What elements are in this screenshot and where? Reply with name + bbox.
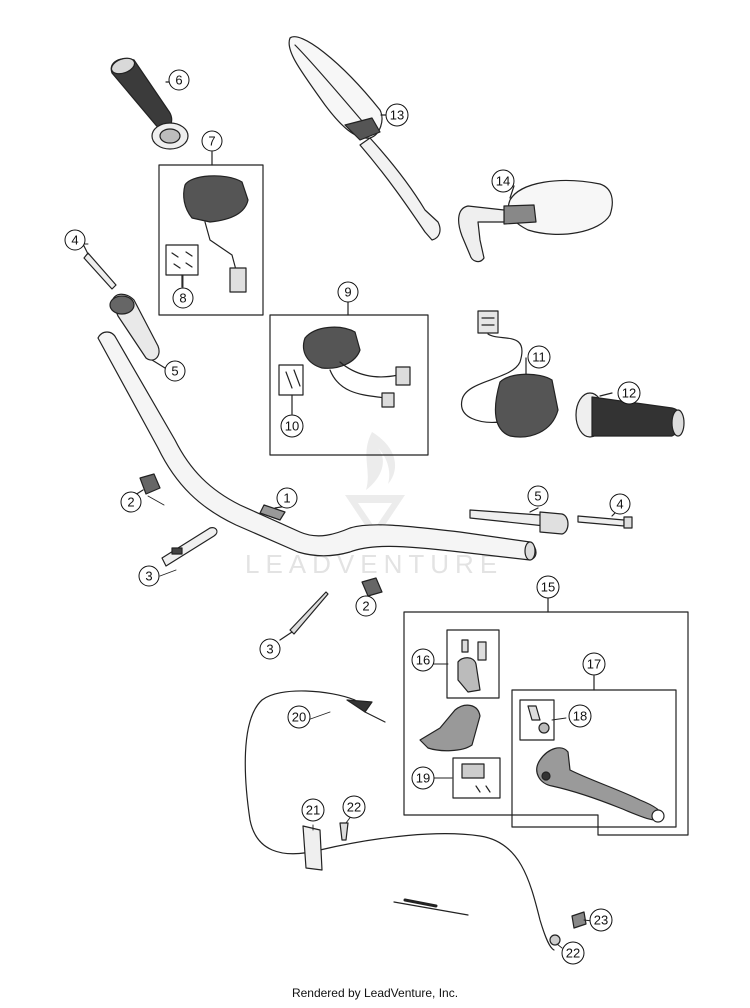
watermark: LEADVENTURE <box>245 432 503 579</box>
callout-2: 2 <box>120 491 142 513</box>
watermark-text: LEADVENTURE <box>245 549 503 579</box>
watermark-flame-icon <box>366 432 396 490</box>
clutch-lever-box <box>511 675 677 828</box>
cable-tie-upper <box>161 527 218 567</box>
svg-text:2: 2 <box>362 599 369 614</box>
screw-upper <box>339 822 349 841</box>
callout-23: 23 <box>589 908 613 932</box>
right-switch <box>461 310 559 438</box>
svg-text:11: 11 <box>532 350 546 365</box>
left-bar-end-weight <box>109 293 166 369</box>
handlebar <box>97 331 537 561</box>
left-mirror <box>288 36 441 241</box>
watermark-v-icon <box>345 495 405 540</box>
svg-text:9: 9 <box>344 285 351 300</box>
clamp-screws-box <box>452 757 501 799</box>
callout-22: 22 <box>561 941 585 965</box>
footer-credit: Rendered by LeadVenture, Inc. <box>291 986 459 1000</box>
right-grip <box>575 392 685 438</box>
clutch-lever <box>536 747 663 821</box>
callout-3: 3 <box>259 638 281 660</box>
callout-8: 8 <box>172 287 194 309</box>
callout-21: 21 <box>301 798 325 822</box>
callout-22: 22 <box>342 795 366 819</box>
callout-3: 3 <box>138 565 160 587</box>
svg-text:2: 2 <box>127 495 134 510</box>
clutch-assembly-box <box>403 597 689 836</box>
adjuster-nut <box>571 911 587 929</box>
svg-text:20: 20 <box>292 710 306 725</box>
svg-text:16: 16 <box>416 653 430 668</box>
callout-6: 6 <box>168 69 190 91</box>
svg-text:1: 1 <box>283 491 290 506</box>
svg-text:7: 7 <box>208 134 215 149</box>
svg-text:8: 8 <box>179 291 186 306</box>
left-switch-assembly-box <box>158 151 264 316</box>
clutch-cable <box>244 690 555 951</box>
svg-text:5: 5 <box>171 364 178 379</box>
callouts: 1 2 2 3 3 4 4 5 5 6 7 8 9 10 11 12 13 14… <box>64 69 641 965</box>
right-bar-end-weight <box>469 507 569 535</box>
svg-text:23: 23 <box>594 913 608 928</box>
clamp-upper <box>134 473 161 496</box>
callout-4: 4 <box>64 229 86 251</box>
callout-18: 18 <box>568 704 592 728</box>
callout-17: 17 <box>582 652 606 676</box>
clutch-holder-box <box>446 629 500 699</box>
cable-clip <box>302 825 323 871</box>
callout-12: 12 <box>617 381 641 405</box>
svg-text:14: 14 <box>496 174 510 189</box>
svg-text:5: 5 <box>534 489 541 504</box>
clutch-master-cylinder <box>419 704 481 752</box>
screw-lower <box>549 934 561 946</box>
callout-4: 4 <box>609 493 631 515</box>
svg-text:10: 10 <box>285 419 299 434</box>
callout-1: 1 <box>276 487 298 509</box>
svg-text:21: 21 <box>306 803 320 818</box>
svg-text:15: 15 <box>541 580 555 595</box>
callout-10: 10 <box>280 414 304 438</box>
svg-text:22: 22 <box>566 946 580 961</box>
screws-set <box>165 244 199 276</box>
left-grip <box>110 57 189 150</box>
right-mirror <box>458 179 613 263</box>
svg-text:17: 17 <box>587 657 601 672</box>
svg-text:3: 3 <box>145 569 152 584</box>
svg-text:3: 3 <box>266 642 273 657</box>
svg-text:6: 6 <box>175 73 182 88</box>
svg-text:4: 4 <box>71 233 78 248</box>
left-bar-end-bolt <box>82 243 117 290</box>
starter-switch-box <box>269 301 429 456</box>
svg-text:13: 13 <box>390 108 404 123</box>
callout-2: 2 <box>355 595 377 617</box>
svg-text:12: 12 <box>622 386 636 401</box>
svg-text:18: 18 <box>573 709 587 724</box>
callout-20: 20 <box>287 705 311 729</box>
callout-14: 14 <box>491 169 515 193</box>
callout-15: 15 <box>536 575 560 599</box>
cable-tie-lower <box>279 591 329 641</box>
svg-text:22: 22 <box>347 800 361 815</box>
callout-13: 13 <box>385 103 409 127</box>
callout-11: 11 <box>527 345 551 369</box>
callout-7: 7 <box>201 130 223 152</box>
callout-19: 19 <box>411 766 435 790</box>
svg-text:19: 19 <box>416 771 430 786</box>
callout-16: 16 <box>411 648 435 672</box>
svg-text:4: 4 <box>616 497 623 512</box>
callout-5: 5 <box>164 360 186 382</box>
callout-5: 5 <box>527 485 549 507</box>
callout-9: 9 <box>337 281 359 303</box>
